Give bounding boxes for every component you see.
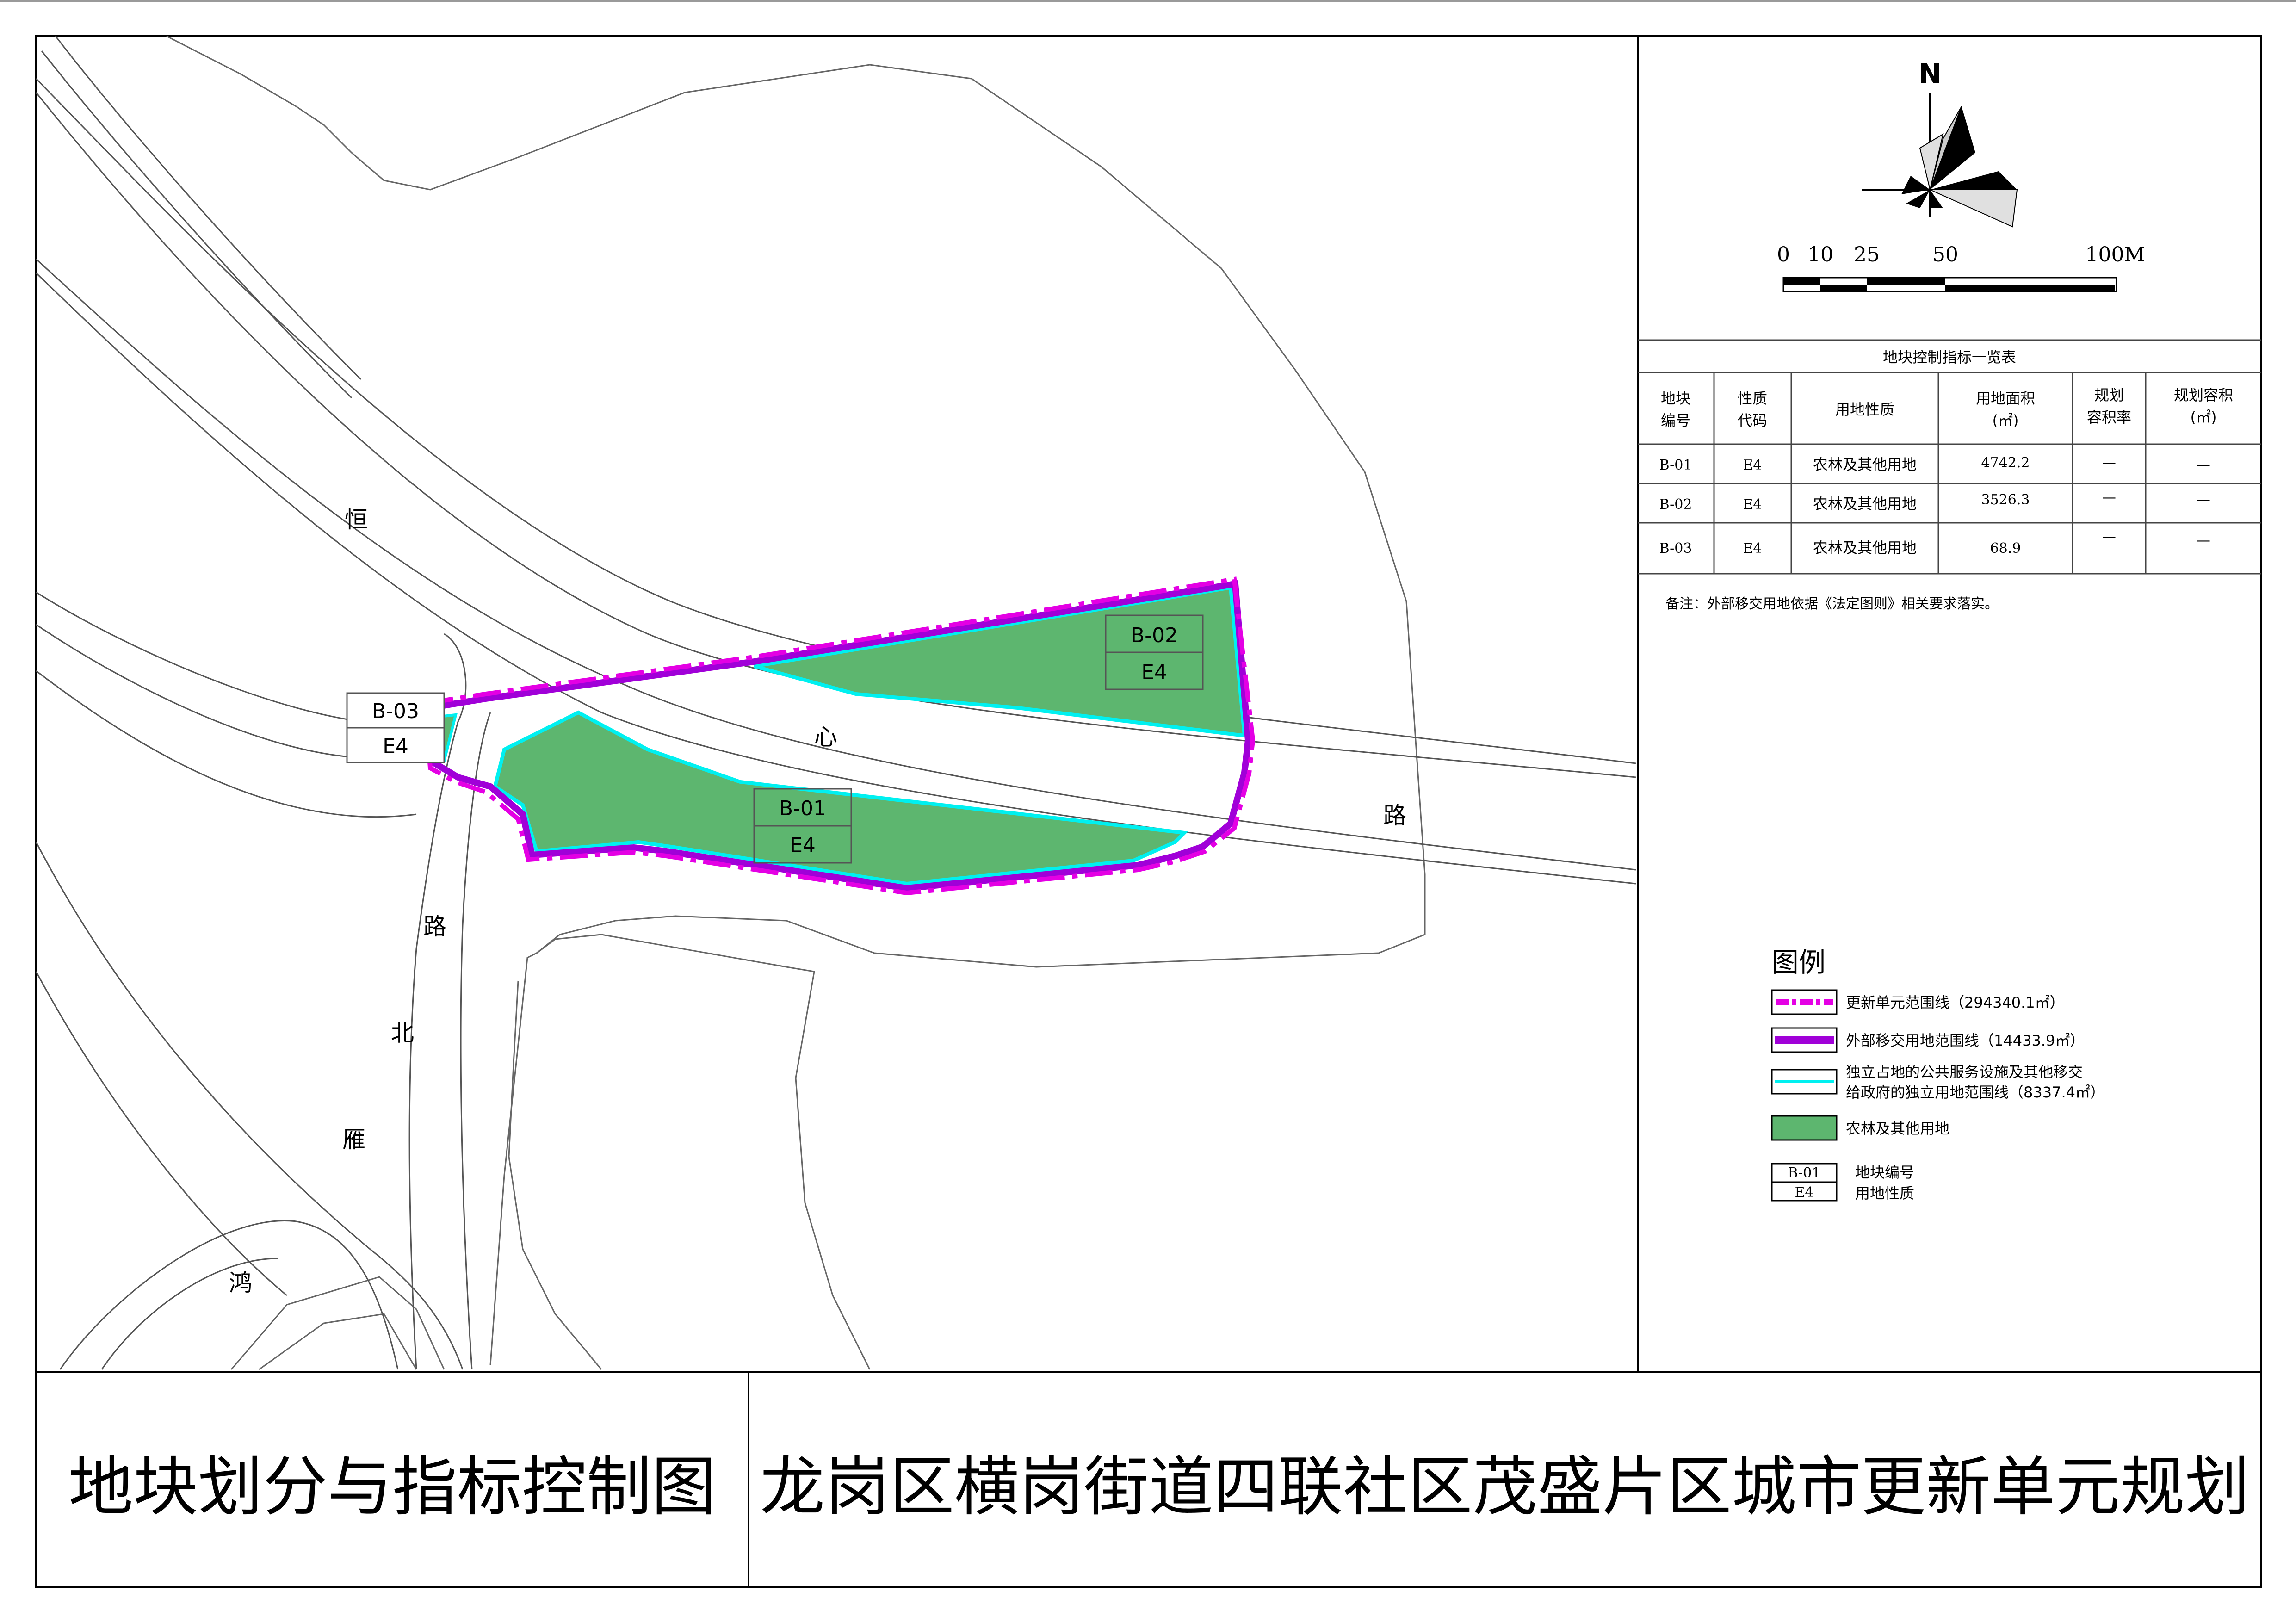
scale-bar: 0 10 25 50 100M <box>1777 243 2145 292</box>
outer-frame <box>35 35 2262 1588</box>
header-code-1: 性质 <box>1738 390 1767 407</box>
cell-r3-far: — <box>2102 529 2116 545</box>
cell-r1-code: E4 <box>1743 457 1762 473</box>
scale-label-0: 0 <box>1777 243 1790 266</box>
sheet-title: 地块划分与指标控制图 <box>68 1450 716 1525</box>
cell-r1-landuse: 农林及其他用地 <box>1813 456 1917 473</box>
cell-r2-far: — <box>2102 489 2116 506</box>
header-parcel-id-2: 编号 <box>1661 412 1690 429</box>
legend-key-id: B-01 <box>1788 1165 1821 1181</box>
legend-key-id-label: 地块编号 <box>1855 1164 1914 1181</box>
legend-key-code: E4 <box>1795 1184 1814 1201</box>
road-label-bei: 北 <box>391 1020 414 1047</box>
header-area-2: (㎡) <box>1993 412 2019 429</box>
cell-r3-id: B-03 <box>1659 540 1692 557</box>
cell-r1-area: 4742.2 <box>1981 455 2030 471</box>
table-title: 地块控制指标一览表 <box>1883 348 2016 366</box>
header-capacity-2: (㎡) <box>2191 409 2217 426</box>
parcel-b03-code: E4 <box>383 735 408 758</box>
cell-r2-area: 3526.3 <box>1981 492 2030 508</box>
lower-parcel-line-2 <box>536 934 871 1370</box>
parcel-label-b03[interactable]: B-03 E4 <box>346 692 445 763</box>
legend-independent-boundary-label-2: 给政府的独立用地范围线（8337.4㎡） <box>1846 1084 2105 1101</box>
cell-r3-capacity: — <box>2197 533 2210 549</box>
cell-r1-capacity: — <box>2197 457 2210 473</box>
lower-left-building <box>230 1276 445 1370</box>
cell-r3-code: E4 <box>1743 540 1762 557</box>
cell-r1-far: — <box>2102 455 2116 471</box>
scale-label-25: 25 <box>1854 243 1880 266</box>
road-label-hong: 鸿 <box>229 1270 252 1296</box>
road-label-heng: 恒 <box>345 506 368 533</box>
indicator-table <box>1638 339 2261 575</box>
cell-r2-landuse: 农林及其他用地 <box>1813 495 1917 513</box>
cell-r2-capacity: — <box>2197 492 2210 508</box>
cell-r1-id: B-01 <box>1659 457 1692 473</box>
table-row: B-03 E4 农林及其他用地 68.9 — — <box>1659 529 2210 557</box>
lower-parcel-line <box>489 952 537 1365</box>
hengxin-road <box>35 36 1636 885</box>
map-area: 恒 心 路 鸿 雁 北 路 B-02 E4 B-01 E4 B <box>35 35 1636 1370</box>
unit-boundary-line <box>423 576 1256 896</box>
lower-left-building-2 <box>259 1313 417 1370</box>
parcel-b02-area[interactable] <box>753 585 1247 738</box>
legend-transfer-boundary-label: 外部移交用地范围线（14433.9㎡） <box>1846 1032 2085 1049</box>
legend: 图例 更新单元范围线（294340.1㎡） 外部移交用地范围线（14433.9㎡… <box>1771 947 2105 1202</box>
cell-r2-id: B-02 <box>1659 496 1692 513</box>
legend-unit-boundary-label: 更新单元范围线（294340.1㎡） <box>1846 994 2065 1011</box>
road-label-xin: 心 <box>814 724 837 750</box>
parcel-label-b01[interactable]: B-01 E4 <box>753 788 852 864</box>
table-note: 备注：外部移交用地依据《法定图则》相关要求落实。 <box>1665 596 1999 612</box>
north-arrow-icon: N <box>1862 58 2018 228</box>
legend-fill-symbol <box>1771 1115 1838 1141</box>
scale-label-50: 50 <box>1932 243 1958 266</box>
parcel-b02-id: B-02 <box>1131 624 1178 647</box>
header-code-2: 代码 <box>1738 412 1767 429</box>
header-far-2: 容积率 <box>2087 409 2131 426</box>
legend-independent-boundary-label: 独立占地的公共服务设施及其他移交 <box>1846 1063 2083 1081</box>
road-label-lu-east: 路 <box>1383 802 1406 829</box>
legend-key-code-label: 用地性质 <box>1855 1184 1914 1202</box>
terrain-boundary <box>166 35 1426 968</box>
road-label-lu-south: 路 <box>423 913 446 940</box>
legend-title: 图例 <box>1772 947 1826 978</box>
parcel-b02-code: E4 <box>1141 661 1167 684</box>
parcel-b01-id: B-01 <box>779 797 826 820</box>
cell-r2-code: E4 <box>1743 496 1762 513</box>
lower-parcel-line-3 <box>508 980 602 1370</box>
header-area-1: 用地面积 <box>1976 390 2035 407</box>
header-capacity-1: 规划容积 <box>2174 386 2233 404</box>
parcel-b03-id: B-03 <box>372 700 419 723</box>
header-landuse: 用地性质 <box>1835 401 1894 418</box>
table-row: B-01 E4 农林及其他用地 4742.2 — — <box>1659 455 2210 473</box>
project-title: 龙岗区横岗街道四联社区茂盛片区城市更新单元规划 <box>760 1450 2250 1525</box>
north-letter: N <box>1918 58 1942 90</box>
scale-label-100: 100M <box>2085 243 2145 266</box>
cell-r3-landuse: 农林及其他用地 <box>1813 539 1917 557</box>
header-far-1: 规划 <box>2094 386 2124 404</box>
road-label-yan: 雁 <box>342 1126 365 1153</box>
scale-label-10: 10 <box>1807 243 1833 266</box>
table-header: 地块 编号 性质 代码 用地性质 用地面积 (㎡) 规划 容积率 规划容积 (㎡… <box>1661 386 2233 429</box>
header-parcel-id-1: 地块 <box>1661 390 1690 407</box>
parcel-b01-code: E4 <box>790 834 816 857</box>
table-row: B-02 E4 农林及其他用地 3526.3 — — <box>1659 489 2210 513</box>
cell-r3-area: 68.9 <box>1990 540 2021 557</box>
legend-fill-label: 农林及其他用地 <box>1846 1120 1949 1137</box>
parcel-label-b02[interactable]: B-02 E4 <box>1105 614 1204 690</box>
